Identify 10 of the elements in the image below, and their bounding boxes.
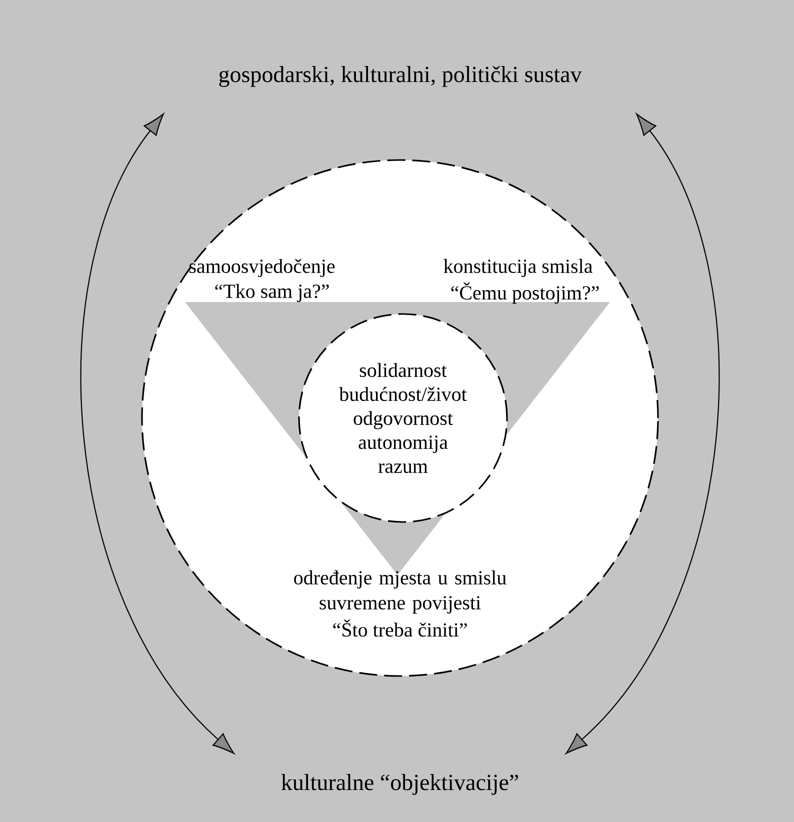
corner-label: konstitucija smisla [444, 258, 592, 278]
double-arrow [566, 114, 720, 754]
caption-text: kulturalne “objektivacije” [281, 774, 518, 795]
double-arrow [80, 114, 234, 754]
caption-text: gospodarski, kulturalni, politički sustav [219, 66, 582, 87]
corner-label: “Što treba činiti” [333, 619, 467, 637]
corner-label: samoosvjedočenje [190, 258, 335, 278]
corner-label: određenje mjesta u smislu suvremene povijesti [294, 570, 506, 614]
corner-label: “Tko sam ja?” [215, 284, 329, 302]
corner-label: “Čemu postojim?” [451, 282, 599, 304]
